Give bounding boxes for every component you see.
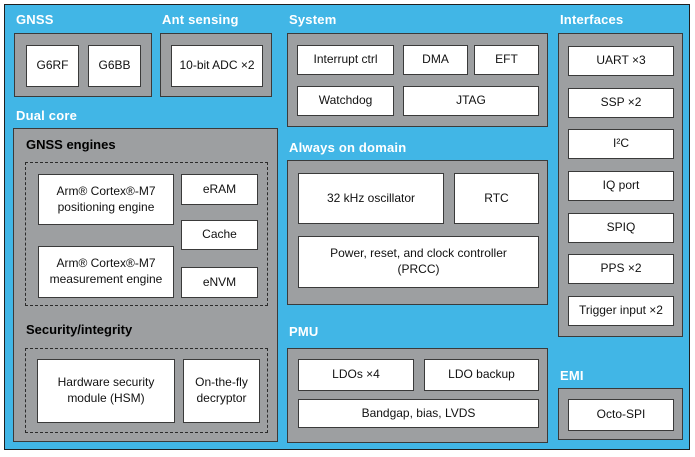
block-otf-decryptor: On-the-fly decryptor [183, 359, 260, 423]
section-label-pmu: PMU [289, 324, 319, 339]
block-bandgap-bias-lvds: Bandgap, bias, LVDS [298, 399, 539, 428]
section-label-system: System [289, 12, 337, 27]
group-gnss-engines: Arm® Cortex®-M7 positioning engine eRAM … [25, 162, 268, 306]
block-prcc: Power, reset, and clock controller (PRCC… [298, 236, 539, 288]
block-dma: DMA [403, 45, 468, 75]
block-hsm: Hardware security module (HSM) [37, 359, 175, 423]
block-pps: PPS ×2 [568, 254, 674, 284]
block-iq-port: IQ port [568, 171, 674, 201]
block-cache: Cache [181, 220, 258, 250]
block-32khz-oscillator: 32 kHz oscillator [298, 173, 444, 224]
block-rtc: RTC [454, 173, 539, 224]
block-measurement-engine: Arm® Cortex®-M7 measurement engine [38, 246, 174, 298]
block-trigger-input: Trigger input ×2 [568, 296, 674, 326]
panel-always-on-domain: 32 kHz oscillator RTC Power, reset, and … [287, 160, 548, 305]
section-label-emi: EMI [560, 368, 584, 383]
block-uart: UART ×3 [568, 46, 674, 76]
block-watchdog: Watchdog [297, 86, 394, 116]
section-label-gnss: GNSS [16, 12, 54, 27]
block-eram: eRAM [181, 174, 258, 205]
block-ldo-backup: LDO backup [424, 359, 539, 391]
block-g6bb: G6BB [88, 45, 141, 87]
section-label-ant-sensing: Ant sensing [162, 12, 239, 27]
section-label-always-on-domain: Always on domain [289, 140, 407, 155]
block-g6rf: G6RF [26, 45, 79, 87]
sub-label-security-integrity: Security/integrity [26, 322, 133, 337]
block-octo-spi: Octo-SPI [568, 399, 674, 431]
section-label-dual-core: Dual core [16, 108, 78, 123]
sub-label-gnss-engines: GNSS engines [26, 137, 116, 152]
block-positioning-engine: Arm® Cortex®-M7 positioning engine [38, 174, 174, 225]
block-i2c: I²C [568, 129, 674, 159]
panel-gnss: G6RF G6BB [14, 33, 152, 97]
panel-dual-core: GNSS engines Arm® Cortex®-M7 positioning… [13, 128, 278, 442]
block-interrupt-ctrl: Interrupt ctrl [297, 45, 394, 75]
group-security-integrity: Hardware security module (HSM) On-the-fl… [25, 348, 268, 433]
block-ssp: SSP ×2 [568, 88, 674, 118]
block-10bit-adc: 10-bit ADC ×2 [171, 45, 263, 87]
block-ldos: LDOs ×4 [298, 359, 414, 391]
panel-ant-sensing: 10-bit ADC ×2 [160, 33, 272, 97]
block-spiq: SPIQ [568, 213, 674, 243]
block-eft: EFT [474, 45, 539, 75]
panel-emi: Octo-SPI [558, 388, 683, 440]
panel-pmu: LDOs ×4 LDO backup Bandgap, bias, LVDS [287, 348, 548, 443]
block-envm: eNVM [181, 267, 258, 298]
section-label-interfaces: Interfaces [560, 12, 624, 27]
panel-system: Interrupt ctrl DMA EFT Watchdog JTAG [287, 33, 548, 127]
panel-interfaces: UART ×3 SSP ×2 I²C IQ port SPIQ PPS ×2 T… [558, 33, 683, 337]
block-jtag: JTAG [403, 86, 539, 116]
